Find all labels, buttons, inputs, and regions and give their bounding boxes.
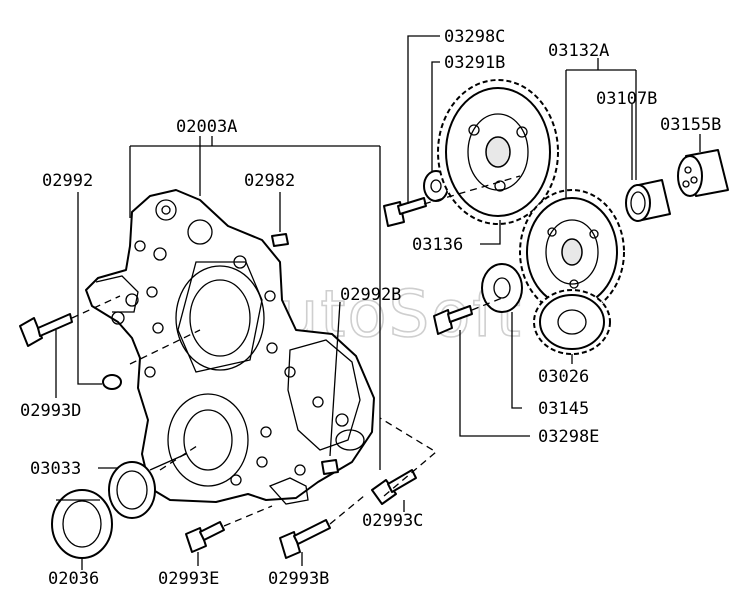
label-03145: 03145 <box>538 399 589 419</box>
label-03136: 03136 <box>412 235 463 255</box>
label-02993D: 02993D <box>20 401 81 421</box>
timing-case-housing <box>85 189 375 505</box>
label-03033: 03033 <box>30 459 81 479</box>
label-02992: 02992 <box>42 171 93 191</box>
label-02993E: 02993E <box>158 569 219 589</box>
label-03155B: 03155B <box>660 115 721 135</box>
bolt-02993D <box>19 313 73 347</box>
bolt-02993E <box>185 521 225 553</box>
label-02982: 02982 <box>244 171 295 191</box>
label-03298C: 03298C <box>444 27 505 47</box>
bolt-03298C <box>383 197 427 227</box>
seal-ring-02036 <box>51 489 113 559</box>
bushing-03107B <box>625 179 671 222</box>
crank-gear-03026 <box>533 289 611 355</box>
oil-seal-03033 <box>108 461 156 519</box>
dowel-pin-02992B <box>321 459 339 475</box>
bolt-02993C <box>371 469 417 505</box>
label-02993B: 02993B <box>268 569 329 589</box>
label-03291B: 03291B <box>444 53 505 73</box>
bushing-03155B <box>677 149 729 197</box>
dowel-pin-02982 <box>271 233 289 247</box>
camshaft-gear-03132A <box>519 189 625 315</box>
bolt-02993B <box>279 519 331 559</box>
label-02003A: 02003A <box>176 117 237 137</box>
idler-gear-03136 <box>437 79 559 225</box>
label-02992B: 02992B <box>340 285 401 305</box>
bolt-03298E <box>433 305 473 335</box>
thrust-plate-03145 <box>481 263 523 313</box>
label-02036: 02036 <box>48 569 99 589</box>
part-labels: 02003A 02992 02982 02992B 02993D 03033 0… <box>20 27 721 589</box>
label-02993C: 02993C <box>362 511 423 531</box>
label-03107B: 03107B <box>596 89 657 109</box>
label-03132A: 03132A <box>548 41 609 61</box>
dowel-pin-02992 <box>102 374 122 390</box>
label-03026: 03026 <box>538 367 589 387</box>
label-03298E: 03298E <box>538 427 599 447</box>
leader-lines <box>55 35 701 570</box>
